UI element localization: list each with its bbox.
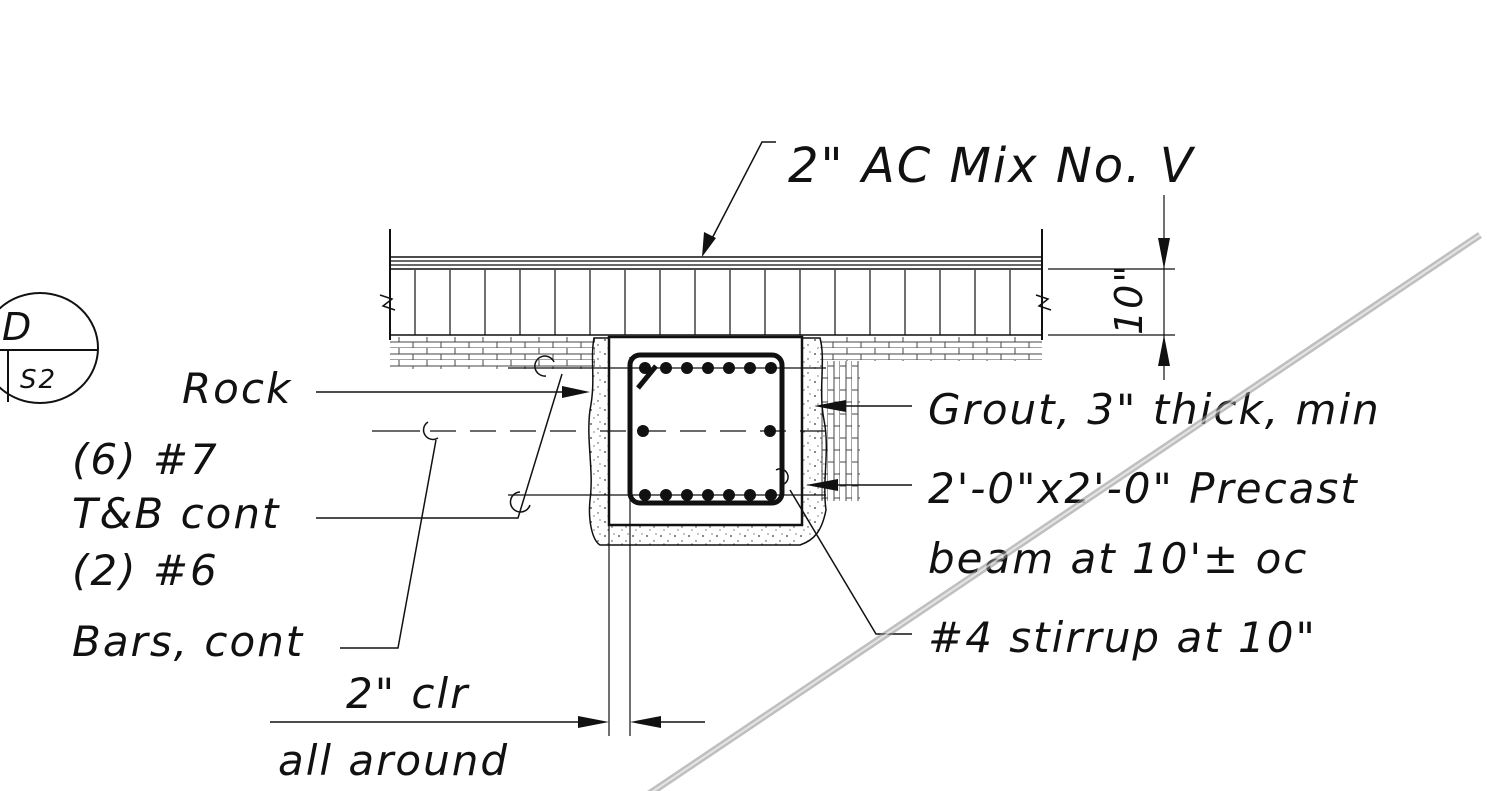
diagonal-markup	[647, 232, 1482, 791]
grout-label: Grout, 3" thick, min	[928, 385, 1381, 434]
top-bottom-bars-callout: (6) #7 T&B cont	[72, 355, 563, 538]
stirrup-label: #4 stirrup at 10"	[928, 613, 1317, 662]
bars-side-label-1: (2) #6	[72, 546, 219, 595]
sheet-number: S2	[20, 365, 57, 395]
stirrup-callout: #4 stirrup at 10"	[789, 489, 1317, 662]
slab-thickness-label: 10"	[1107, 263, 1151, 335]
bars-top-label-1: (6) #7	[72, 435, 219, 484]
concrete-slab	[379, 229, 1052, 340]
rock-label: Rock	[182, 364, 292, 413]
ac-mix-callout: 2" AC Mix No. V	[702, 138, 1196, 257]
bars-top-label-2: T&B cont	[72, 489, 280, 538]
section-marker: D S2	[0, 292, 99, 404]
precast-label-2: beam at 10'± oc	[928, 534, 1308, 583]
bars-side-label-2: Bars, cont	[72, 617, 304, 666]
clearance-label-2: all around	[278, 736, 509, 785]
side-bars-callout: (2) #6 Bars, cont	[72, 421, 439, 666]
section-letter: D	[2, 305, 33, 349]
precast-callout: 2'-0"x2'-0" Precast beam at 10'± oc	[775, 464, 1359, 583]
rock-bed	[390, 337, 1042, 501]
precast-label-1: 2'-0"x2'-0" Precast	[928, 464, 1359, 513]
clearance-dimension: 2" clr all around	[270, 357, 705, 785]
bar-centerlines	[372, 367, 826, 496]
rock-callout: Rock	[182, 364, 590, 413]
slab-dimension: 10"	[1048, 195, 1175, 380]
clearance-label-1: 2" clr	[346, 669, 470, 718]
grout-callout: Grout, 3" thick, min	[814, 385, 1381, 434]
ac-pavement	[390, 256, 1042, 270]
ac-mix-label: 2" AC Mix No. V	[788, 138, 1196, 194]
